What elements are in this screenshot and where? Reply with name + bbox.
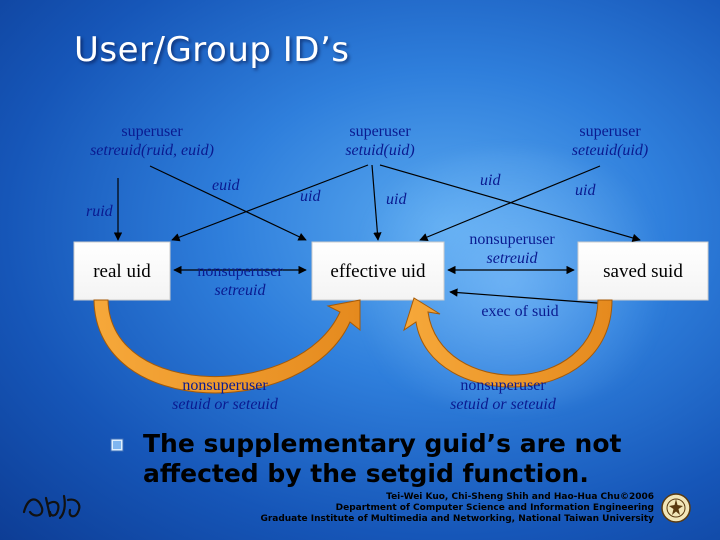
label-uid-mid: uid	[386, 191, 407, 208]
arrow-uid-left	[171, 164, 369, 242]
saved-suid-label: saved suid	[603, 261, 683, 282]
effective-uid-label: effective uid	[330, 261, 426, 282]
label-euid: euid	[212, 177, 240, 194]
real-uid-label: real uid	[93, 261, 151, 282]
label-nonsuper-setreuid-left: nonsuperuser setreuid	[197, 263, 283, 299]
bullet-icon	[110, 438, 124, 452]
curved-arrow-left	[93, 299, 361, 394]
credits-line-1: Tei-Wei Kuo, Chi-Sheng Shih and Hao-Hua …	[386, 492, 654, 502]
curved-arrow-right	[403, 297, 613, 388]
credits: Tei-Wei Kuo, Chi-Sheng Shih and Hao-Hua …	[260, 492, 654, 525]
arrow-exec-suid	[449, 288, 611, 305]
label-exec-suid: exec of suid	[481, 303, 559, 320]
saved-suid-box	[577, 241, 709, 301]
label-superuser-seteuid: superuser seteuid(uid)	[571, 123, 649, 159]
credits-line-3: Graduate Institute of Multimedia and Net…	[260, 514, 654, 524]
arrow-uid-mid	[371, 164, 382, 241]
label-nonsuper-setuid-left: nonsuperuser setuid or seteuid	[172, 377, 278, 413]
credits-line-2: Department of Computer Science and Infor…	[335, 503, 654, 513]
effective-uid-box	[311, 241, 445, 301]
slide-title: User/Group ID’s	[74, 30, 350, 70]
real-uid-box	[73, 241, 171, 301]
label-nonsuper-setreuid-right: nonsuperuser setreuid	[469, 231, 555, 267]
arrow-euid	[149, 165, 307, 241]
label-ruid: ruid	[86, 203, 113, 220]
label-uid-right-upper: uid	[480, 172, 501, 189]
university-logo-icon	[22, 494, 81, 520]
label-nonsuper-setuid-right: nonsuperuser setuid or seteuid	[450, 377, 556, 413]
arrow-uid-seteuid	[419, 165, 601, 242]
label-uid-left: uid	[300, 188, 321, 205]
label-superuser-setreuid: superuser setreuid(ruid, euid)	[90, 123, 214, 159]
bullet-text: The supplementary guid’s are not affecte…	[143, 429, 622, 488]
university-seal-icon	[661, 493, 691, 523]
label-uid-right: uid	[575, 182, 596, 199]
label-superuser-setuid: superuser setuid(uid)	[345, 123, 415, 159]
